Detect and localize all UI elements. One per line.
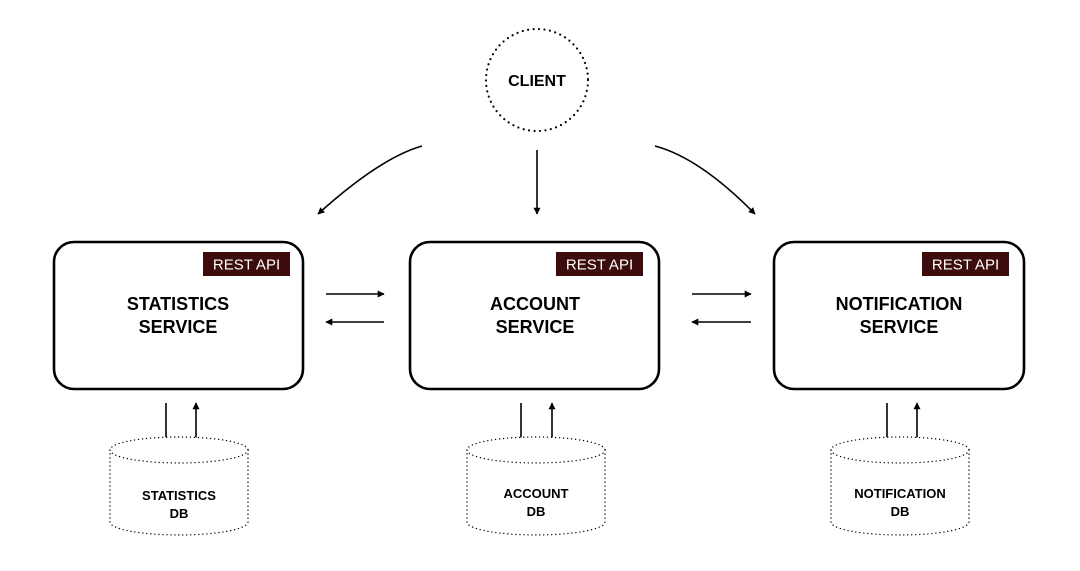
notification-db-top bbox=[830, 436, 970, 464]
notification-service-title-line2: SERVICE bbox=[860, 317, 939, 337]
account-service-box bbox=[408, 240, 661, 391]
statistics-rest-api-label: REST API bbox=[213, 257, 280, 274]
account-db-body bbox=[466, 449, 606, 536]
account-db: ACCOUNT DB bbox=[466, 436, 606, 536]
statistics-service-node: REST API STATISTICS SERVICE bbox=[52, 240, 305, 391]
client-label: CLIENT bbox=[508, 73, 566, 90]
statistics-service-title-line1: STATISTICS bbox=[127, 294, 229, 314]
arrow-client-to-notification bbox=[654, 145, 756, 215]
client-circle bbox=[484, 27, 590, 133]
client-node: CLIENT bbox=[484, 27, 590, 133]
notification-db-body bbox=[830, 449, 970, 536]
statistics-db-top bbox=[109, 436, 249, 464]
statistics-rest-api-badge bbox=[203, 252, 290, 276]
notification-service-title-line1: NOTIFICATION bbox=[836, 294, 963, 314]
account-service-title-line1: ACCOUNT bbox=[490, 294, 580, 314]
notification-service-node: REST API NOTIFICATION SERVICE bbox=[772, 240, 1026, 391]
arrow-client-to-statistics bbox=[317, 145, 423, 215]
account-db-top bbox=[466, 436, 606, 464]
notification-db-label-line1: NOTIFICATION bbox=[854, 486, 945, 501]
statistics-db-body bbox=[109, 449, 249, 536]
statistics-db-label-line1: STATISTICS bbox=[142, 488, 216, 503]
account-db-label-line2: DB bbox=[527, 504, 546, 519]
statistics-db: STATISTICS DB bbox=[109, 436, 249, 536]
account-db-label-line1: ACCOUNT bbox=[504, 486, 569, 501]
notification-db-label-line2: DB bbox=[891, 504, 910, 519]
notification-rest-api-badge bbox=[922, 252, 1009, 276]
notification-db: NOTIFICATION DB bbox=[830, 436, 970, 536]
notification-rest-api-label: REST API bbox=[932, 257, 999, 274]
account-service-node: REST API ACCOUNT SERVICE bbox=[408, 240, 661, 391]
statistics-service-title-line2: SERVICE bbox=[139, 317, 218, 337]
statistics-service-box bbox=[52, 240, 305, 391]
account-rest-api-badge bbox=[556, 252, 643, 276]
statistics-db-label-line2: DB bbox=[170, 506, 189, 521]
notification-service-box bbox=[772, 240, 1026, 391]
account-service-title-line2: SERVICE bbox=[496, 317, 575, 337]
account-rest-api-label: REST API bbox=[566, 257, 633, 274]
